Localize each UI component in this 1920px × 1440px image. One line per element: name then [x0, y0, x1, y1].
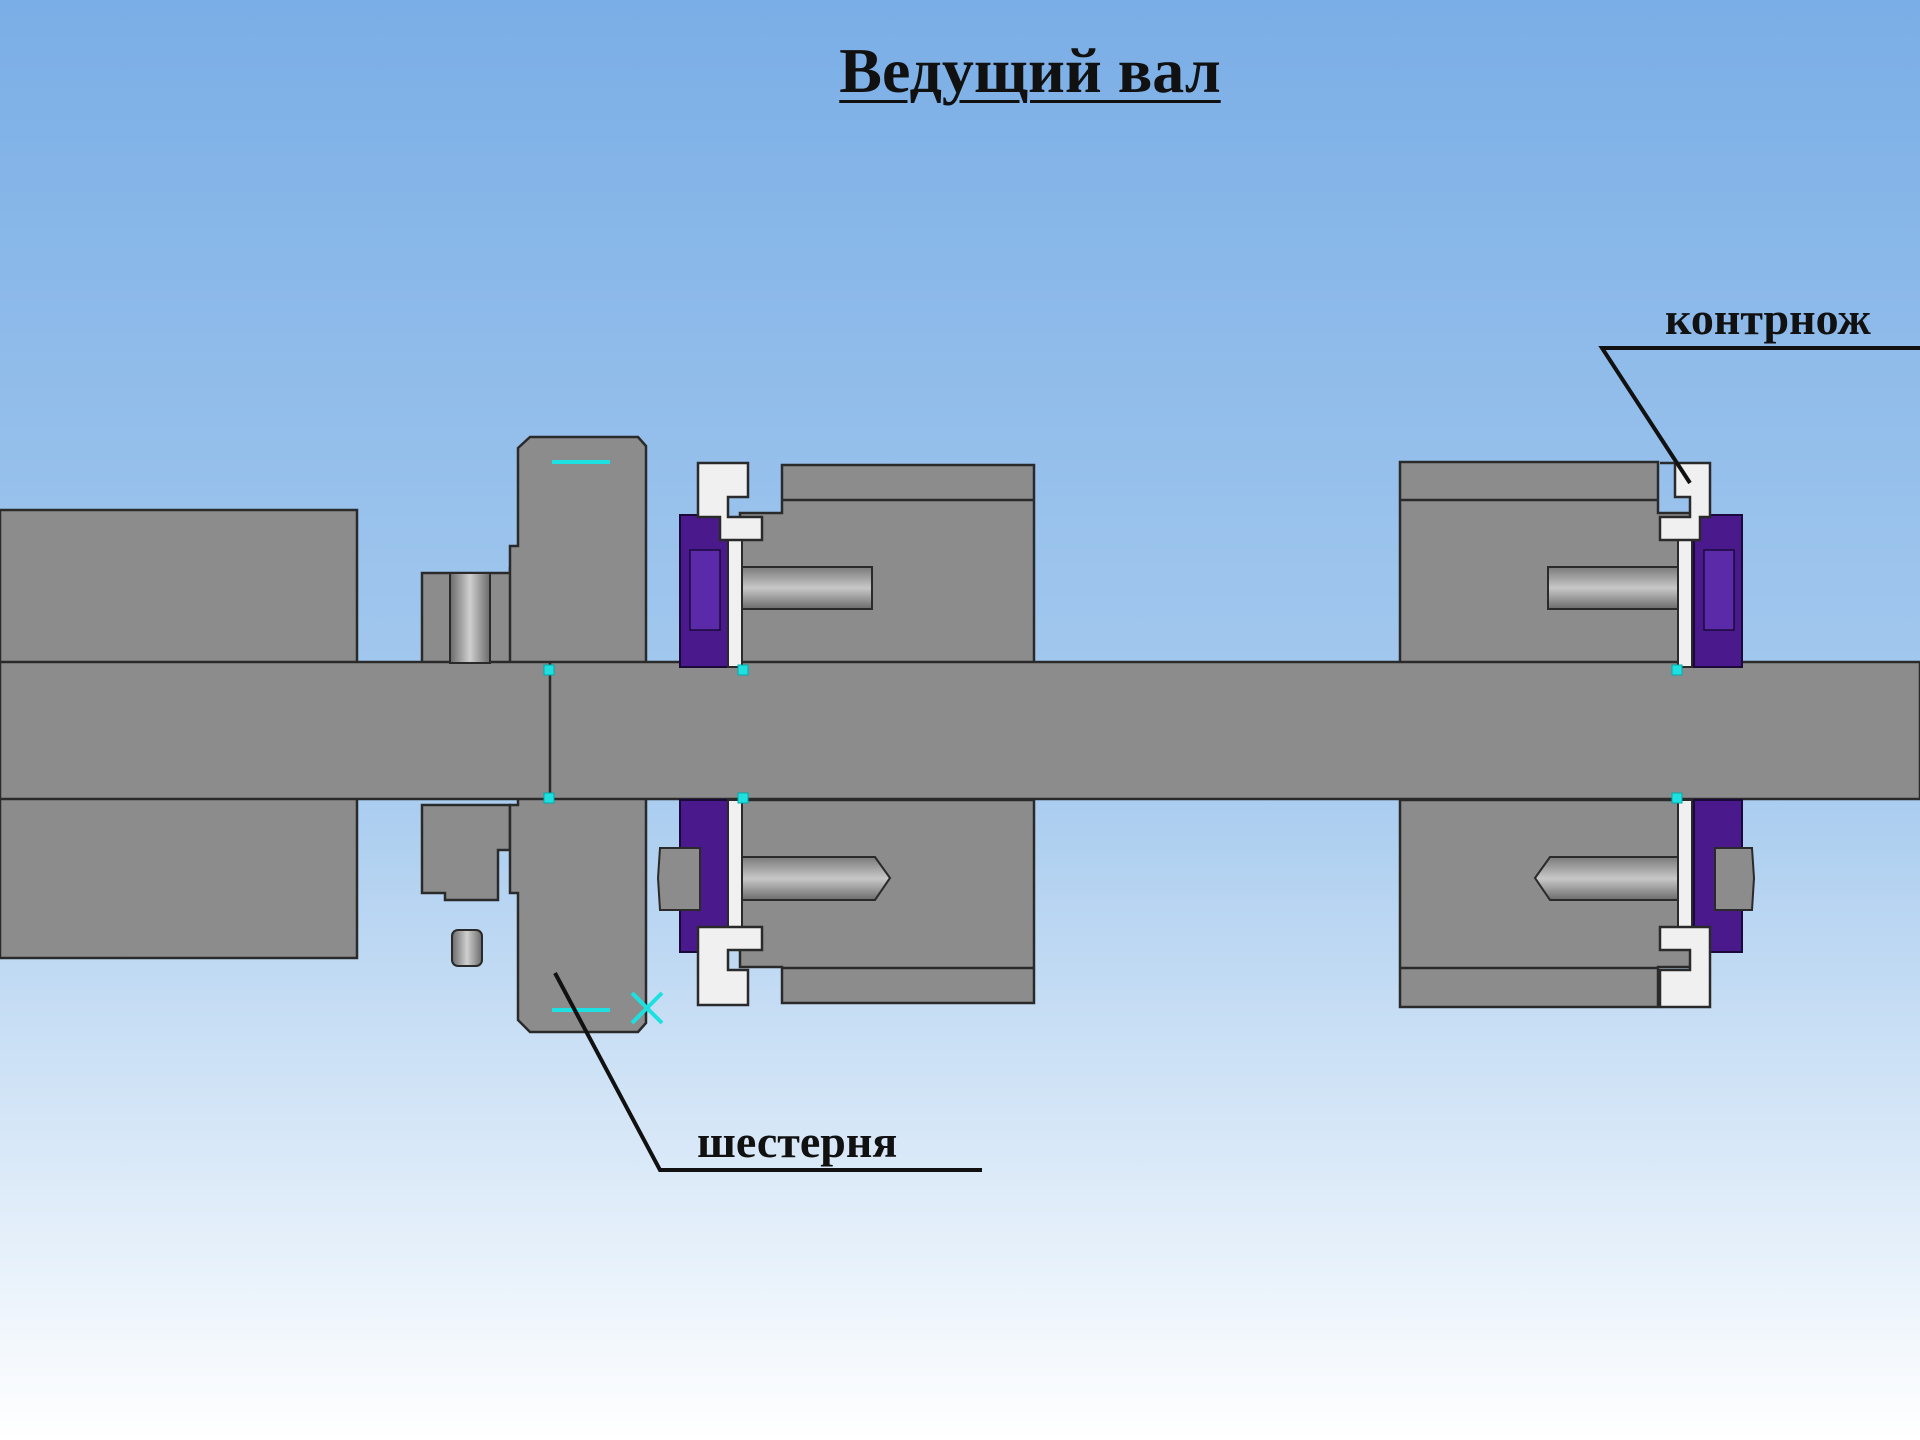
nut-right	[1714, 847, 1756, 911]
clamp-upper-right	[1658, 461, 1712, 542]
washer-upper-left	[727, 539, 743, 668]
gear-label: шестерня	[697, 1116, 898, 1167]
washer-lower-left	[727, 799, 743, 928]
clamp-upper-left	[696, 461, 764, 542]
hub-key	[451, 929, 483, 967]
diagram-title: Ведущий вал	[839, 35, 1221, 106]
hub-bore	[449, 572, 491, 664]
nut-left	[656, 847, 701, 911]
pin-upper-right	[1547, 566, 1679, 610]
washer-lower-right	[1677, 799, 1693, 928]
leader-counter-knife	[1598, 346, 1920, 485]
pin-upper-left	[741, 566, 873, 610]
hub-lower	[420, 803, 512, 902]
counter-knife-label: контрнож	[1665, 293, 1871, 344]
bearing-housing-left-lower	[738, 798, 1036, 1005]
washer-upper-right	[1677, 539, 1693, 668]
shaft	[0, 660, 1920, 801]
leader-gear	[553, 972, 982, 1172]
bearing-housing-right-lower	[1398, 798, 1702, 1009]
clamp-lower-left	[696, 925, 764, 1007]
bearing-housing-right	[1398, 460, 1702, 669]
clamp-lower-right	[1658, 925, 1712, 1009]
